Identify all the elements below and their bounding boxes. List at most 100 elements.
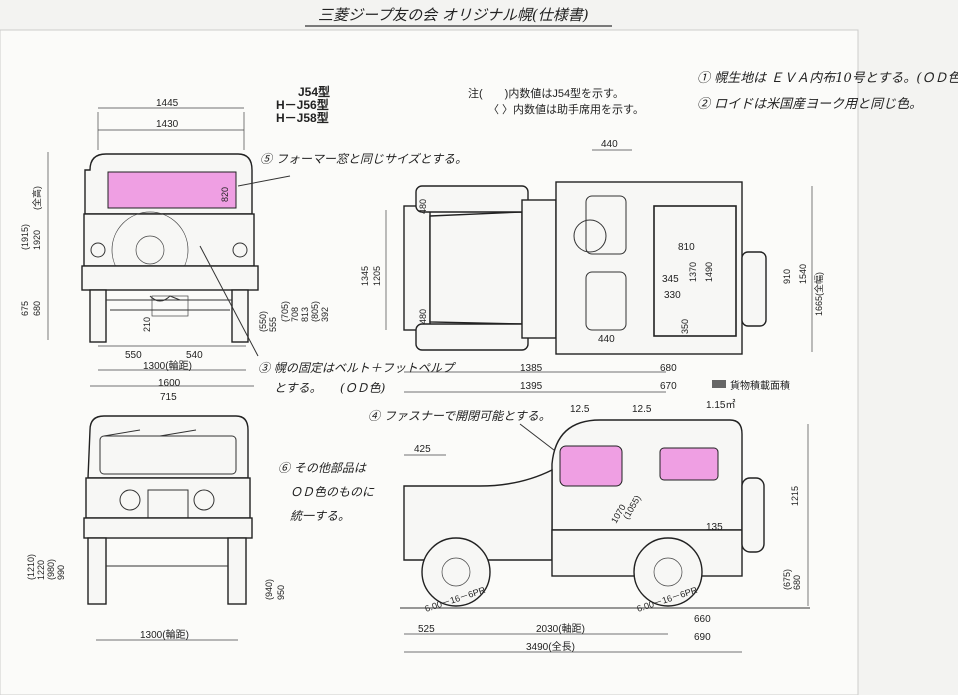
dim-1220: 1220 (36, 560, 46, 580)
front-body (85, 477, 251, 519)
tail-lamp-left (90, 242, 106, 258)
side-window-front-pink (559, 445, 623, 487)
headlamp-left (119, 489, 141, 511)
dim-660: 660 (694, 614, 711, 625)
rear-tire-right (231, 289, 249, 343)
top-view: 440 480 480 440 1345 1205 810 345 330 35… (360, 139, 824, 411)
front-tire-right (227, 537, 247, 605)
dim-1370: 1370 (688, 262, 698, 282)
dim-675: 675 (20, 301, 30, 316)
legend-label: 貨物積載面積 (730, 379, 790, 392)
dim-1215: 1215 (790, 486, 800, 506)
dim-full-height: (全高) (31, 186, 42, 210)
dim-1540: 1540 (798, 264, 808, 284)
dim-820: 820 (220, 187, 230, 202)
dim-810: 810 (678, 242, 695, 253)
seat-passenger (585, 195, 627, 255)
dim-425: 425 (414, 444, 431, 455)
dim-12-5-b: 12.5 (632, 404, 652, 415)
front-fender-left (415, 185, 529, 213)
dim-910: 910 (782, 269, 792, 284)
dim-330: 330 (664, 290, 681, 301)
side-window-rear-pink (659, 447, 719, 481)
dim-440-bottom: 440 (598, 334, 615, 345)
dim-1210: (1210) (26, 554, 36, 580)
dim-708: 708 (290, 307, 300, 322)
side-view: 12.5 12.5 425 1070 (1055) 135 1215 (675)… (400, 404, 810, 653)
dim-555: 555 (268, 317, 278, 332)
dim-680-side: 680 (792, 575, 802, 590)
dim-1385: 1385 (520, 363, 543, 374)
dim-1445: 1445 (156, 98, 179, 109)
memo-1: ① 幌生地は ＥＶＡ内布10号とする。(ＯＤ色) (697, 71, 958, 86)
rear-view: 1445 1430 820 (1915) 1920 (全高) 675 680 2… (20, 98, 330, 403)
annotation-6-line2: ＯＤ色のものに (290, 485, 375, 499)
headlamp-right (193, 489, 215, 511)
dim-480-a: 480 (418, 199, 428, 214)
model-j54: J54型 (298, 84, 330, 99)
dim-1395: 1395 (520, 381, 543, 392)
front-wheel-side (421, 537, 491, 607)
drawing-sheet: J54型 H－J56型 H－J58型 注( )内数値はJ54型を示す。 〈 〉内… (0, 29, 958, 695)
dim-1490: 1490 (704, 262, 714, 282)
dim-1665: 1665(全幅) (813, 272, 824, 316)
dim-1205: 1205 (372, 266, 382, 286)
front-soft-top (87, 415, 249, 479)
dim-1345: 1345 (360, 266, 370, 286)
dim-1300-rear: 1300(輪距) (143, 359, 192, 372)
rear-wheel-side (633, 537, 703, 607)
dim-550s: (550) (258, 311, 268, 332)
front-tire-left (87, 537, 107, 605)
annotation-6-line1: ⑥ その他部品は (278, 461, 367, 475)
rear-window-pink (107, 171, 237, 209)
side-hood (403, 468, 553, 561)
windshield-front (99, 435, 237, 475)
annotation-6-line3: 統一する。 (290, 509, 350, 523)
spare-tire-side (741, 477, 765, 553)
dim-940: (940) (264, 579, 274, 600)
dim-2030: 2030(軸距) (536, 622, 585, 635)
dim-715: 715 (160, 392, 177, 403)
dim-980: (980) (46, 559, 56, 580)
dim-525: 525 (418, 624, 435, 635)
front-view: (1210) 1220 (980) 990 (940) 950 1300(輪距) (26, 415, 286, 641)
dim-12-5-a: 12.5 (570, 404, 590, 415)
dim-480-b: 480 (418, 309, 428, 324)
dim-1920: 1920 (32, 230, 42, 250)
cargo-area (653, 205, 737, 337)
dim-690: 690 (694, 632, 711, 643)
dim-675-side: (675) (782, 569, 792, 590)
dim-950: 950 (276, 585, 286, 600)
spare-tire-top (741, 251, 767, 327)
dim-135: 135 (706, 522, 723, 533)
note-paren: 注( )内数値はJ54型を示す。 (468, 86, 624, 100)
dim-705: (705) (280, 301, 290, 322)
dim-440-top: 440 (601, 139, 618, 150)
dim-1430: 1430 (156, 119, 179, 130)
rear-tire-left (89, 289, 107, 343)
annotation-4: ④ ファスナーで開閉可能とする。 (368, 409, 551, 423)
legend-swatch (712, 380, 726, 388)
dim-813: 813 (300, 307, 310, 322)
steering-wheel (573, 219, 607, 253)
title-bar: 三菱ジープ友の会 オリジナル幌(仕様書) (305, 6, 612, 27)
dim-670: 670 (660, 381, 677, 392)
page-title: 三菱ジープ友の会 オリジナル幌(仕様書) (318, 6, 589, 24)
note-angle: 〈 〉内数値は助手席用を示す。 (488, 102, 644, 116)
annotation-3-line3: (ＯＤ色) (340, 381, 386, 395)
front-fender-right (415, 323, 529, 351)
memo-2: ② ロイドは米国産ヨーク用と同じ色。 (697, 97, 922, 112)
windshield-frame (521, 199, 557, 339)
tail-lamp-right (232, 242, 248, 258)
dim-345: 345 (662, 274, 679, 285)
dim-680: 680 (32, 301, 42, 316)
dim-1300-front: 1300(輪距) (140, 628, 189, 641)
dim-1600: 1600 (158, 378, 181, 389)
dim-540: 540 (186, 350, 203, 361)
model-hj58: H－J58型 (276, 110, 329, 125)
seat-driver (585, 271, 627, 331)
body-tub (555, 181, 743, 355)
dim-1915: (1915) (20, 224, 30, 250)
dim-350: 350 (680, 319, 690, 334)
dim-990: 990 (56, 565, 66, 580)
